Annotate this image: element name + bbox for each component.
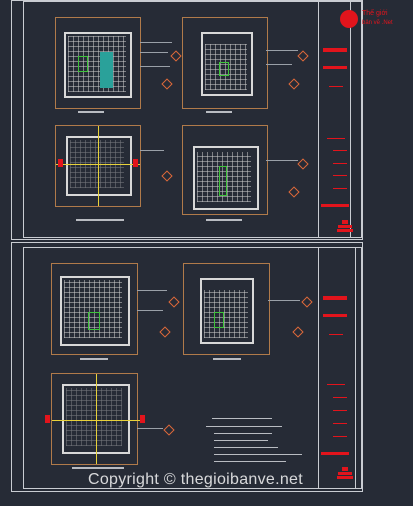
ceiling-plan-2[interactable] bbox=[182, 125, 268, 215]
leader-line bbox=[137, 428, 163, 429]
title-block-line bbox=[333, 163, 347, 164]
fixture-outline bbox=[219, 166, 227, 196]
leader-line bbox=[140, 66, 170, 67]
title-block-line bbox=[333, 397, 347, 398]
plan-1-caption bbox=[78, 111, 104, 113]
leader-line bbox=[140, 52, 168, 53]
dimension-marker bbox=[140, 415, 145, 423]
logo-line-2: bản vẽ .Net bbox=[362, 20, 393, 26]
sheet-2-frame bbox=[23, 247, 356, 489]
title-block-line bbox=[329, 86, 343, 87]
plan-5-caption bbox=[80, 358, 108, 360]
title-block-line bbox=[329, 334, 343, 335]
logo-line-1: Thế giới bbox=[362, 10, 388, 17]
wall-outline bbox=[201, 32, 253, 96]
title-block-line bbox=[333, 410, 347, 411]
ceiling-plan-3[interactable] bbox=[51, 373, 144, 465]
dimension-line bbox=[52, 420, 144, 421]
wall-outline bbox=[200, 278, 254, 344]
tile-pattern bbox=[205, 44, 247, 90]
dimension-marker bbox=[133, 159, 138, 167]
tile-pattern bbox=[68, 36, 126, 92]
wall-outline bbox=[64, 32, 132, 98]
sheet-1-frame bbox=[23, 1, 351, 238]
tile-pattern bbox=[197, 152, 251, 202]
title-block-line bbox=[333, 150, 347, 151]
leader-line bbox=[137, 290, 167, 291]
title-block-bar bbox=[323, 296, 347, 300]
drawing-sheet-2[interactable] bbox=[11, 242, 363, 492]
plant-fixture bbox=[88, 312, 100, 330]
plan-3-caption bbox=[76, 219, 124, 221]
tile-pattern bbox=[204, 290, 248, 338]
plan-7-caption bbox=[72, 467, 124, 469]
sheet-1-title-block bbox=[318, 1, 362, 238]
toilet-fixture bbox=[78, 56, 88, 72]
tile-pattern bbox=[66, 388, 122, 446]
leader-line bbox=[137, 310, 163, 311]
wall-outline bbox=[193, 146, 259, 210]
plan-6-caption bbox=[213, 358, 241, 360]
dimension-line bbox=[96, 374, 97, 464]
drawing-sheet-1[interactable] bbox=[11, 0, 363, 240]
floor-plan-4[interactable] bbox=[183, 263, 270, 355]
title-block-line bbox=[327, 384, 345, 385]
title-block-line bbox=[333, 175, 347, 176]
ceiling-plan-1[interactable] bbox=[55, 125, 141, 207]
dimension-line bbox=[98, 126, 99, 206]
sheet-2-title-block bbox=[318, 247, 362, 489]
wall-outline bbox=[66, 136, 132, 196]
toilet-fixture bbox=[214, 312, 224, 328]
site-logo[interactable]: Thế giới bản vẽ .Net bbox=[340, 10, 410, 32]
leader-line bbox=[140, 42, 172, 43]
company-stamp-icon bbox=[337, 467, 353, 479]
title-block-bar bbox=[323, 314, 347, 317]
title-block-bar bbox=[321, 452, 349, 455]
company-stamp-icon bbox=[337, 220, 353, 232]
leader-line bbox=[266, 64, 292, 65]
dimension-marker bbox=[58, 159, 63, 167]
floor-plan-2[interactable] bbox=[182, 17, 268, 109]
plan-4-caption bbox=[206, 219, 242, 221]
title-block-line bbox=[333, 423, 347, 424]
logo-mark-icon bbox=[340, 10, 358, 28]
title-block-line bbox=[327, 138, 345, 139]
floor-plan-3[interactable] bbox=[51, 263, 138, 355]
title-block-bar bbox=[323, 48, 347, 52]
leader-line bbox=[266, 50, 298, 51]
leader-line bbox=[140, 150, 164, 151]
tile-pattern bbox=[64, 280, 122, 338]
toilet-fixture bbox=[219, 62, 229, 76]
dimension-marker bbox=[45, 415, 50, 423]
title-block-line bbox=[333, 188, 347, 189]
notes-block bbox=[200, 418, 302, 464]
wall-outline bbox=[60, 276, 130, 346]
title-block-bar bbox=[323, 66, 347, 69]
leader-line bbox=[268, 300, 300, 301]
bathtub-fixture bbox=[100, 52, 113, 88]
plan-2-caption bbox=[206, 111, 232, 113]
title-block-bar bbox=[321, 204, 349, 207]
title-block-line bbox=[333, 436, 347, 437]
floor-plan-1[interactable] bbox=[55, 17, 141, 109]
leader-line bbox=[266, 160, 298, 161]
copyright-watermark: Copyright © thegioibanve.net bbox=[88, 471, 303, 488]
